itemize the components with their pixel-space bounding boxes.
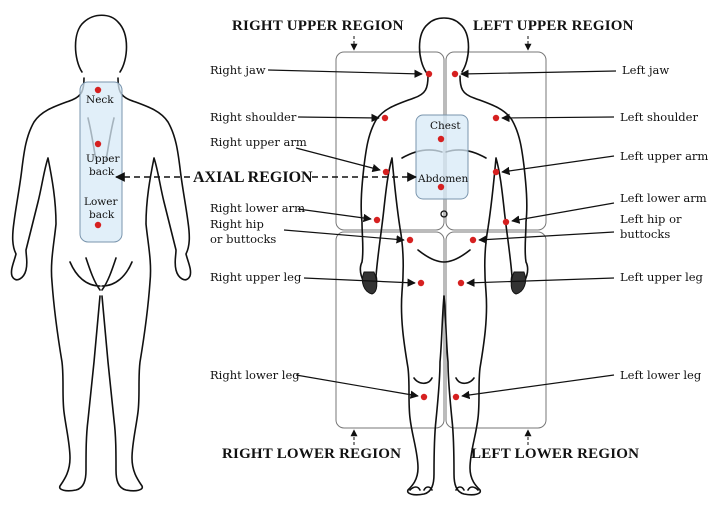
marker-left-lower-leg [452, 393, 460, 401]
marker-right-upper-leg [417, 279, 425, 287]
pointer-left-upper-arm [501, 155, 615, 176]
label-lower-back-1: Lower [84, 196, 118, 208]
label-right-upper-arm: Right upper arm [210, 135, 307, 149]
label-neck: Neck [86, 94, 114, 106]
label-left-shoulder: Left shoulder [620, 110, 698, 124]
label-left-lower-arm: Left lower arm [620, 191, 707, 205]
pointer-left-lower-arm [511, 202, 615, 224]
right-hand [361, 271, 378, 295]
pointer-right-lower-arm [297, 208, 372, 223]
back-head [74, 14, 128, 73]
marker-right-lower-arm [373, 216, 381, 224]
pointer-right-hip [283, 229, 405, 244]
back-view-figure: Neck Upper back Lower back [10, 14, 192, 492]
pointer-left-upper-leg [466, 277, 615, 287]
marker-upper-back [94, 140, 102, 148]
header-right-lower-region: RIGHT LOWER REGION [222, 446, 401, 462]
label-left-hip-2: buttocks [620, 227, 670, 241]
navel [440, 210, 448, 218]
pointer-left-lower-leg [461, 374, 615, 400]
marker-left-shoulder [492, 114, 500, 122]
label-left-upper-leg: Left upper leg [620, 270, 704, 284]
pointer-right-upper-leg [303, 277, 416, 287]
label-left-lower-leg: Left lower leg [620, 368, 702, 382]
front-view-figure: Chest Abdomen [359, 17, 529, 496]
label-upper-back-2: back [89, 166, 115, 178]
pointer-right-jaw [267, 69, 423, 79]
marker-lower-back [94, 221, 102, 229]
label-right-lower-leg: Right lower leg [210, 368, 300, 382]
label-left-jaw: Left jaw [622, 63, 669, 77]
marker-abdomen [437, 183, 445, 191]
marker-right-shoulder [381, 114, 389, 122]
marker-right-hip [406, 236, 414, 244]
left-side-labels: Left jaw Left shoulder Left upper arm Le… [460, 63, 708, 400]
marker-right-jaw [425, 70, 433, 78]
label-right-shoulder: Right shoulder [210, 110, 297, 124]
marker-neck [94, 86, 102, 94]
label-left-hip-1: Left hip or [620, 212, 682, 226]
toes [409, 486, 479, 491]
front-head [418, 17, 470, 73]
label-upper-back-1: Upper [86, 153, 121, 165]
knees [413, 377, 475, 385]
label-left-upper-arm: Left upper arm [620, 149, 708, 163]
right-side-labels: Right jaw Right shoulder Right upper arm… [210, 63, 423, 399]
label-axial-region: AXIAL REGION [193, 169, 313, 186]
label-right-upper-leg: Right upper leg [210, 270, 302, 284]
label-right-hip-1: Right hip [210, 217, 264, 231]
marker-right-lower-leg [420, 393, 428, 401]
back-left-outline [10, 77, 101, 492]
pointer-right-lower-leg [295, 374, 419, 399]
label-right-jaw: Right jaw [210, 63, 266, 77]
left-hand [510, 271, 527, 295]
spine-region-box [79, 81, 123, 243]
marker-right-upper-arm [382, 168, 390, 176]
marker-left-upper-leg [457, 279, 465, 287]
marker-left-upper-arm [492, 168, 500, 176]
back-right-outline [101, 77, 192, 492]
region-boxes [335, 51, 547, 429]
marker-left-hip [469, 236, 477, 244]
left-lower-region-box [445, 231, 547, 429]
marker-chest [437, 135, 445, 143]
header-right-upper-region: RIGHT UPPER REGION [232, 18, 404, 34]
label-right-hip-2: or buttocks [210, 232, 276, 246]
label-right-lower-arm: Right lower arm [210, 201, 305, 215]
pointer-left-jaw [460, 69, 617, 79]
header-left-lower-region: LEFT LOWER REGION [471, 446, 639, 462]
right-lower-region-box [335, 231, 445, 429]
marker-left-lower-arm [502, 218, 510, 226]
pointer-right-upper-arm [295, 147, 381, 173]
groin-lines [417, 249, 471, 263]
pointer-left-shoulder [501, 113, 615, 123]
chest-abdomen-box [415, 114, 469, 200]
label-abdomen: Abdomen [417, 173, 469, 185]
label-chest: Chest [430, 120, 461, 132]
marker-left-jaw [451, 70, 459, 78]
pointer-right-shoulder [297, 113, 380, 123]
back-buttocks [69, 257, 133, 291]
pointer-left-hip [478, 231, 615, 244]
label-lower-back-2: back [89, 209, 115, 221]
header-left-upper-region: LEFT UPPER REGION [473, 18, 634, 34]
